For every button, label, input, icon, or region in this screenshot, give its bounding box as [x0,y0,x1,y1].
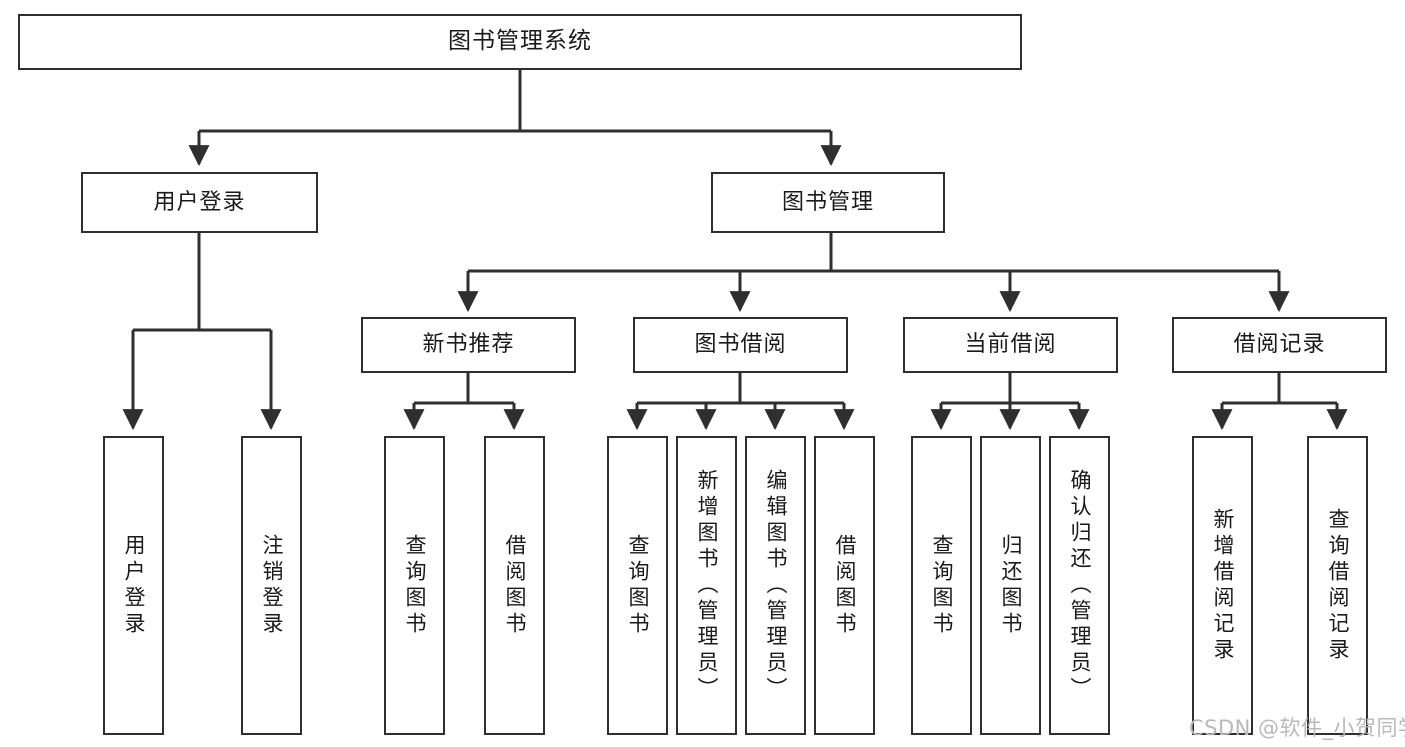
node-label: 编辑图书（管理员） [764,468,788,703]
node-label: 查询图书 [626,533,650,638]
leaf-records-add-record[interactable]: 新增借阅记录 [1192,436,1253,735]
leaf-borrow-query-books[interactable]: 查询图书 [607,436,668,735]
node-label: 注销登录 [260,533,284,638]
node-label: 新增借阅记录 [1211,507,1235,664]
leaf-current-query-books[interactable]: 查询图书 [911,436,972,735]
node-label: 用户登录 [122,533,146,638]
leaf-user-login-login[interactable]: 用户登录 [103,436,164,735]
node-label: 查询借阅记录 [1326,507,1350,664]
node-book-borrowing[interactable]: 图书借阅 [633,317,848,373]
leaf-new-book-query-books[interactable]: 查询图书 [384,436,445,735]
leaf-current-confirm-return-admin[interactable]: 确认归还（管理员） [1049,436,1110,735]
leaf-borrow-borrow-books[interactable]: 借阅图书 [814,436,875,735]
node-label: 图书借阅 [694,332,787,358]
node-label: 当前借阅 [964,332,1057,358]
node-label: 用户登录 [153,189,246,215]
node-label: 新增图书（管理员） [695,468,719,703]
leaf-current-return-books[interactable]: 归还图书 [980,436,1041,735]
node-current-borrowing[interactable]: 当前借阅 [903,317,1118,373]
node-label: 确认归还（管理员） [1068,468,1092,703]
leaf-records-query-record[interactable]: 查询借阅记录 [1307,436,1368,735]
node-book-management[interactable]: 图书管理 [711,172,945,233]
node-root-book-management-system[interactable]: 图书管理系统 [18,14,1022,70]
leaf-borrow-add-book-admin[interactable]: 新增图书（管理员） [676,436,737,735]
node-user-login[interactable]: 用户登录 [81,172,318,233]
node-label: 图书管理系统 [448,28,592,55]
node-label: 借阅图书 [833,533,857,638]
leaf-user-login-logout[interactable]: 注销登录 [241,436,302,735]
node-label: 借阅图书 [503,533,527,638]
watermark-text: CSDN @软件_小贺同学 [1189,716,1405,740]
leaf-new-book-borrow-books[interactable]: 借阅图书 [484,436,545,735]
node-label: 图书管理 [781,189,874,215]
node-label: 借阅记录 [1233,332,1326,358]
node-new-book-recommendation[interactable]: 新书推荐 [361,317,576,373]
node-label: 查询图书 [403,533,427,638]
leaf-borrow-edit-book-admin[interactable]: 编辑图书（管理员） [745,436,806,735]
node-label: 归还图书 [999,533,1023,638]
node-label: 新书推荐 [422,332,515,358]
node-borrowing-records[interactable]: 借阅记录 [1172,317,1387,373]
node-label: 查询图书 [930,533,954,638]
